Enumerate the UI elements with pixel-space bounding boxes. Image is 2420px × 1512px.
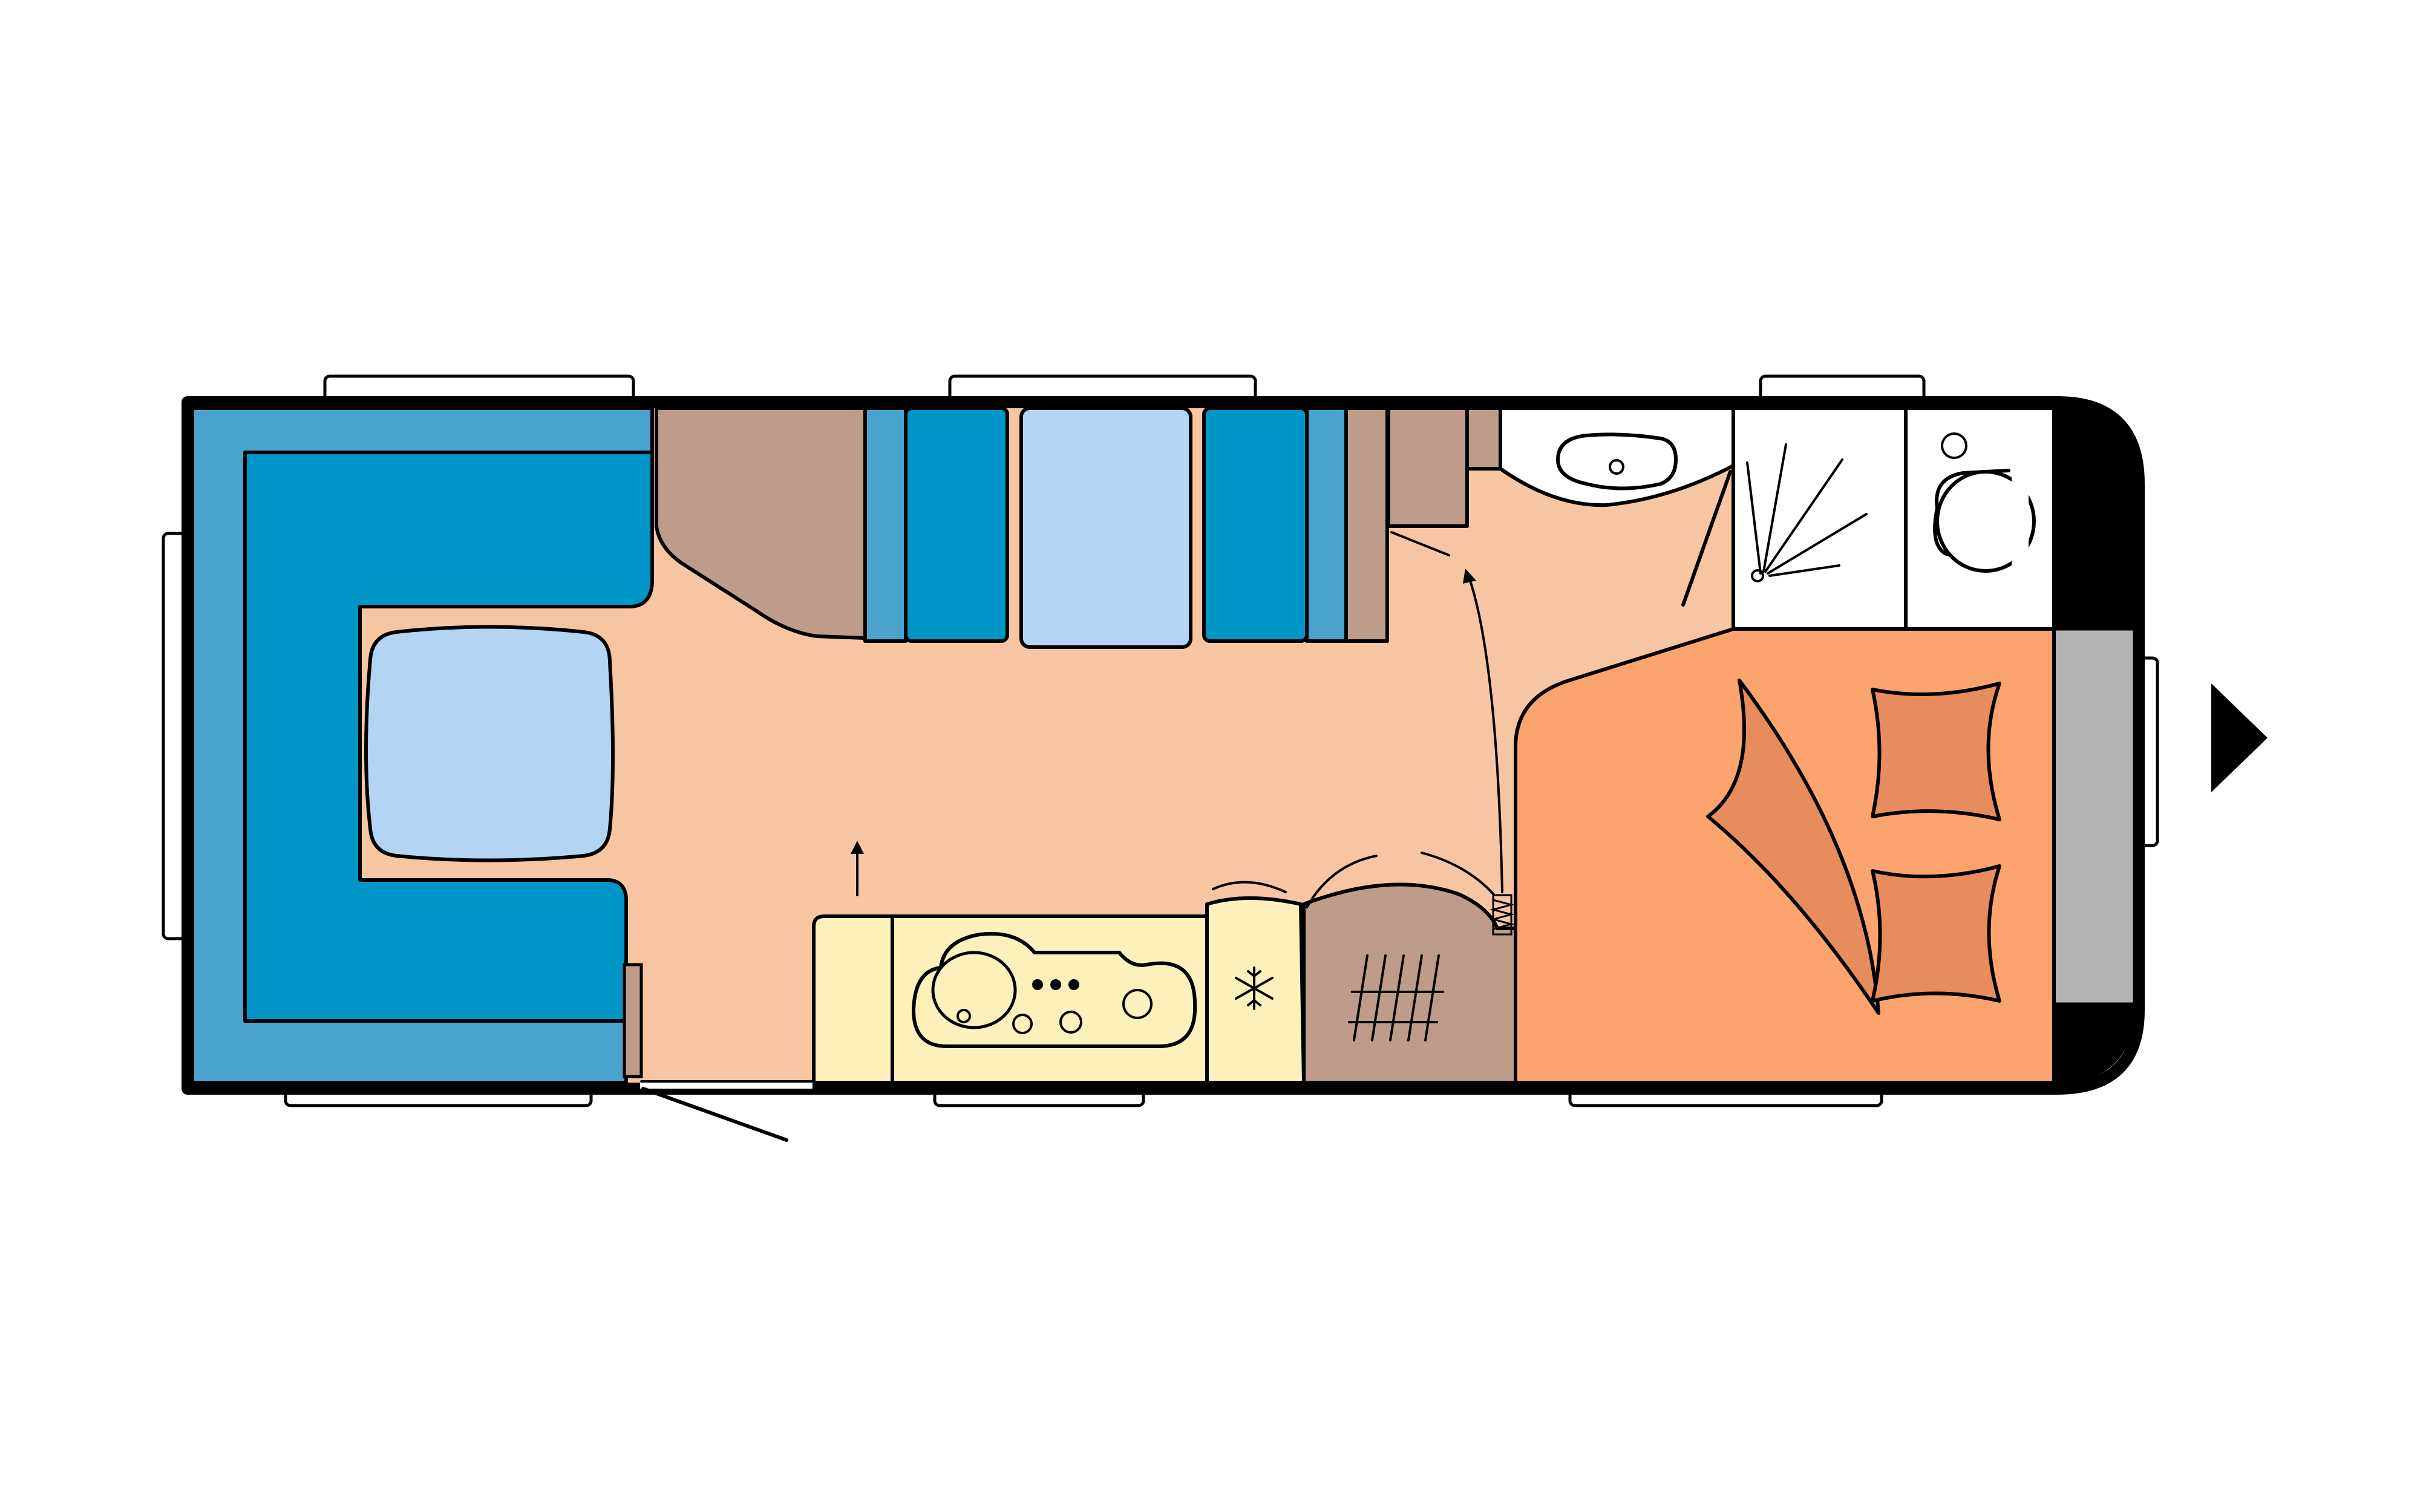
stove-knobs	[1032, 979, 1079, 990]
rear-seating	[191, 406, 654, 1084]
front-nose-bottom	[2054, 1004, 2134, 1084]
shower-drain	[1751, 569, 1764, 582]
toilet-seat	[1935, 470, 2036, 573]
washbasin-drain	[1609, 459, 1624, 475]
pillow-bottom	[1871, 864, 2001, 1003]
wardrobe-cabinet-left	[655, 406, 867, 640]
burner-small-left	[1012, 1014, 1033, 1034]
cutlery-drawer-icon	[1348, 954, 1444, 1041]
dinette-seat-left	[904, 406, 1009, 643]
sink-drain	[957, 1009, 971, 1023]
wardrobe-cabinet-right	[1387, 406, 1469, 528]
spring-fixture	[1490, 894, 1515, 936]
bed-duvet-fold	[1706, 679, 1880, 1015]
front-bed	[1514, 627, 2056, 1084]
dinette-table	[1019, 406, 1192, 649]
shower	[1732, 406, 1908, 631]
middle-dinette	[863, 406, 1348, 649]
washroom	[1499, 406, 2056, 631]
front-storage-box	[2052, 627, 2136, 1006]
dinette-seat-right-frame	[1305, 406, 1348, 643]
wardrobe-cabinet-small	[1465, 406, 1502, 471]
rear-seat-cushion	[243, 451, 654, 1023]
burner-small-middle	[1059, 1011, 1082, 1034]
snowflake-icon	[1235, 966, 1274, 1010]
dinette-seat-left-frame	[863, 406, 908, 643]
kitchen-drawer-cabinet	[1302, 882, 1517, 1084]
kitchen-sink-basin	[931, 951, 1017, 1029]
pillow-top	[1871, 682, 2001, 821]
toilet-flush-button	[1941, 432, 1967, 459]
kitchen-swing-door-arcs	[1212, 852, 1496, 908]
burner-large	[1122, 989, 1153, 1019]
kitchen-counter-end	[812, 914, 894, 1084]
front-nose-top	[2054, 406, 2134, 629]
walkway-arrows	[851, 569, 1503, 896]
rear-dining-table	[364, 625, 615, 862]
entry-door	[640, 1080, 815, 1142]
washroom-door	[1681, 470, 1732, 607]
toilet-tank	[2012, 475, 2029, 565]
shower-spray	[1746, 443, 1868, 577]
wardrobe-door-line	[1390, 531, 1450, 556]
wardrobe-cabinet-middle	[1344, 406, 1389, 643]
entry-step	[623, 963, 643, 1078]
dinette-seat-right	[1202, 406, 1309, 643]
kitchen	[812, 852, 1517, 1084]
direction-arrow-icon	[2211, 683, 2268, 792]
